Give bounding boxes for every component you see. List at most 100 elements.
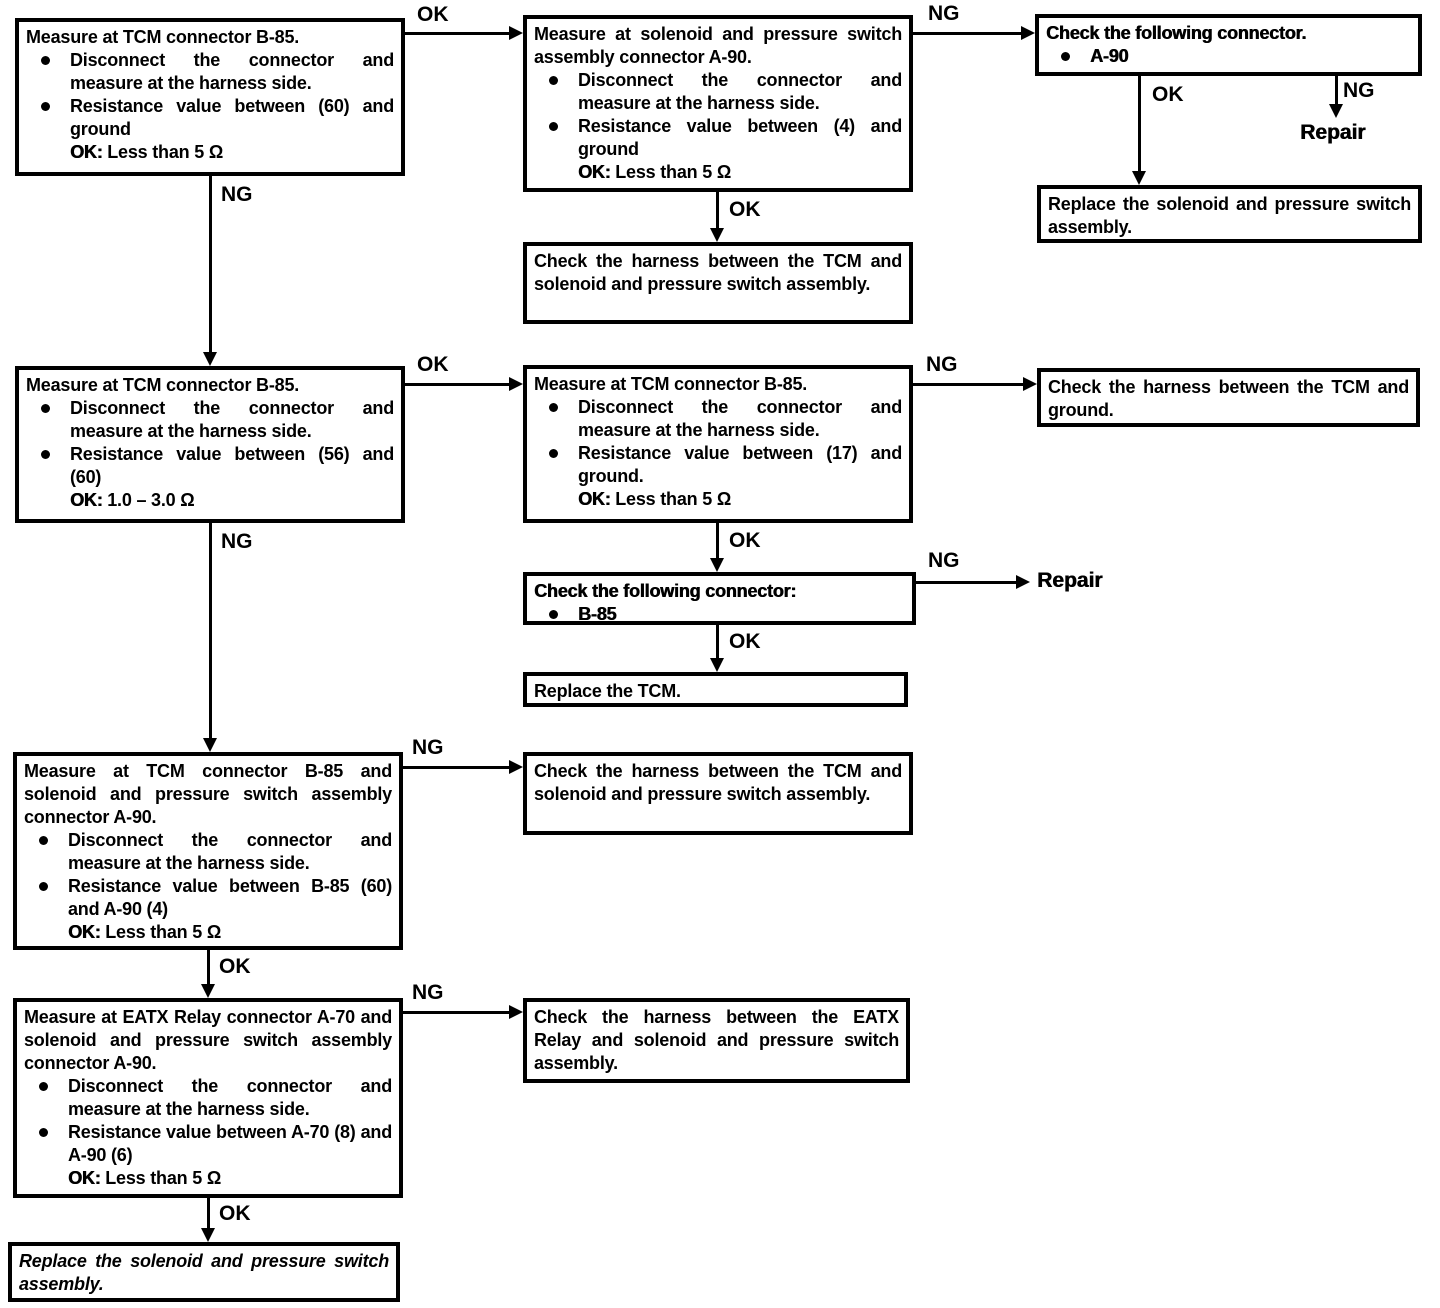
box-harness-tcm-solenoid-2: Check the harness between the TCM and so… bbox=[523, 752, 913, 835]
arrowhead-down-icon bbox=[203, 738, 217, 752]
edge-label-ok: OK bbox=[1152, 83, 1184, 106]
arrowhead-right-icon bbox=[1016, 575, 1030, 589]
box-title: Measure at TCM connector B-85. bbox=[26, 375, 300, 395]
bullet-icon bbox=[39, 882, 48, 891]
bullet-text: Disconnect the connector and measure at … bbox=[68, 1076, 392, 1119]
box-harness-tcm-solenoid-1: Check the harness between the TCM and so… bbox=[523, 242, 913, 324]
arrowhead-down-icon bbox=[201, 984, 215, 998]
bullet-icon bbox=[549, 449, 558, 458]
box-measure-eatx-a70-a90: Measure at EATX Relay connector A-70 and… bbox=[13, 998, 403, 1198]
arrow-c-b85-ok bbox=[716, 625, 719, 658]
box-title: Measure at TCM connector B-85. bbox=[26, 27, 300, 47]
arrow-b9-ok bbox=[207, 950, 210, 984]
arrowhead-right-icon bbox=[509, 26, 523, 40]
ok-prefix: OK: bbox=[70, 490, 103, 510]
edge-label-ok: OK bbox=[729, 630, 761, 653]
box-check-connector-a90: Check the following connector. A-90 bbox=[1035, 14, 1422, 76]
arrowhead-down-icon bbox=[201, 1228, 215, 1242]
bullet-text: Disconnect the connector and measure at … bbox=[578, 70, 902, 113]
box-harness-eatx-solenoid: Check the harness between the EATX Relay… bbox=[523, 998, 910, 1083]
bullet-icon bbox=[549, 76, 558, 85]
bullet-text: Disconnect the connector and measure at … bbox=[70, 398, 394, 441]
arrowhead-down-icon bbox=[710, 658, 724, 672]
box-replace-solenoid-top: Replace the solenoid and pressure switch… bbox=[1037, 185, 1422, 243]
edge-label-ng: NG bbox=[928, 549, 960, 572]
bullet-item: Disconnect the connector and measure at … bbox=[24, 1075, 392, 1121]
arrow-b2-ok bbox=[716, 192, 719, 228]
bullet-item: Disconnect the connector and measure at … bbox=[26, 397, 394, 443]
bullet-item: Disconnect the connector and measure at … bbox=[24, 829, 392, 875]
box-title: Measure at TCM connector B-85 and soleno… bbox=[24, 761, 392, 827]
bullet-item: A-90 bbox=[1046, 45, 1411, 68]
box-harness-tcm-ground: Check the harness between the TCM and gr… bbox=[1037, 368, 1420, 427]
box-title: Check the following connector: bbox=[534, 581, 797, 601]
box-title: Check the following connector. bbox=[1046, 23, 1307, 43]
box-text: Replace the solenoid and pressure switch… bbox=[19, 1251, 389, 1294]
edge-label-ng: NG bbox=[221, 183, 253, 206]
box-title: Measure at TCM connector B-85. bbox=[534, 374, 808, 394]
arrowhead-right-icon bbox=[1021, 26, 1035, 40]
box-measure-tcm-56-60: Measure at TCM connector B-85. Disconnec… bbox=[15, 366, 405, 523]
arrow-b1-ng bbox=[209, 176, 212, 352]
edge-label-ok: OK bbox=[729, 529, 761, 552]
bullet-icon bbox=[549, 610, 558, 619]
bullet-text: Resistance value between A-70 (8) and A-… bbox=[68, 1122, 392, 1165]
bullet-icon bbox=[549, 403, 558, 412]
arrowhead-down-icon bbox=[1329, 104, 1343, 118]
bullet-item: Resistance value between (4) and ground … bbox=[534, 115, 902, 184]
edge-label-ng: NG bbox=[928, 2, 960, 25]
bullet-text: Resistance value between (4) and ground bbox=[578, 116, 902, 159]
arrow-b9-ng bbox=[403, 766, 509, 769]
bullet-item: Disconnect the connector and measure at … bbox=[26, 49, 394, 95]
box-measure-tcm-17-ground: Measure at TCM connector B-85. Disconnec… bbox=[523, 365, 913, 523]
edge-label-ok: OK bbox=[219, 955, 251, 978]
bullet-icon bbox=[549, 122, 558, 131]
bullet-icon bbox=[41, 56, 50, 65]
box-text: Check the harness between the EATX Relay… bbox=[534, 1007, 899, 1073]
ok-value: 1.0 – 3.0 Ω bbox=[107, 490, 195, 510]
bullet-icon bbox=[39, 836, 48, 845]
box-measure-b85-a90: Measure at TCM connector B-85 and soleno… bbox=[13, 752, 403, 950]
bullet-icon bbox=[1061, 52, 1070, 61]
edge-label-ng: NG bbox=[412, 736, 444, 759]
bullet-item: Disconnect the connector and measure at … bbox=[534, 69, 902, 115]
box-text: Check the harness between the TCM and so… bbox=[534, 761, 902, 804]
bullet-item: Resistance value between B-85 (60) and A… bbox=[24, 875, 392, 944]
arrowhead-right-icon bbox=[509, 1005, 523, 1019]
arrow-c-a90-ng bbox=[1335, 76, 1338, 104]
arrow-c-b85-ng bbox=[916, 581, 1016, 584]
box-replace-tcm: Replace the TCM. bbox=[523, 672, 908, 707]
ok-prefix: OK: bbox=[578, 489, 611, 509]
bullet-text: Disconnect the connector and measure at … bbox=[70, 50, 394, 93]
arrow-c-a90-ok bbox=[1138, 76, 1141, 171]
bullet-item: Resistance value between (60) and ground… bbox=[26, 95, 394, 164]
ok-prefix: OK: bbox=[578, 162, 611, 182]
arrow-b5-ok bbox=[716, 523, 719, 558]
bullet-text: Resistance value between (17) and ground… bbox=[578, 443, 902, 486]
bullet-text: Disconnect the connector and measure at … bbox=[578, 397, 902, 440]
bullet-text: Disconnect the connector and measure at … bbox=[68, 830, 392, 873]
arrowhead-down-icon bbox=[203, 352, 217, 366]
bullet-text: B-85 bbox=[578, 604, 617, 624]
ok-value: Less than 5 Ω bbox=[105, 1168, 222, 1188]
box-measure-tcm-60-ground: Measure at TCM connector B-85. Disconnec… bbox=[15, 18, 405, 176]
arrow-b4-ng bbox=[209, 523, 212, 738]
edge-label-ng: NG bbox=[926, 353, 958, 376]
box-text: Replace the solenoid and pressure switch… bbox=[1048, 194, 1411, 237]
arrow-b11-ok bbox=[207, 1198, 210, 1228]
box-text: Check the harness between the TCM and so… bbox=[534, 251, 902, 294]
edge-label-ng: NG bbox=[1343, 79, 1375, 102]
arrow-b1-to-b2 bbox=[405, 32, 509, 35]
arrowhead-right-icon bbox=[509, 377, 523, 391]
bullet-icon bbox=[41, 450, 50, 459]
ok-value: Less than 5 Ω bbox=[615, 489, 732, 509]
bullet-icon bbox=[41, 404, 50, 413]
arrowhead-down-icon bbox=[710, 228, 724, 242]
arrow-b5-to-harness bbox=[913, 383, 1023, 386]
ok-value: Less than 5 Ω bbox=[107, 142, 224, 162]
bullet-text: A-90 bbox=[1090, 46, 1129, 66]
edge-label-ng: NG bbox=[412, 981, 444, 1004]
arrowhead-down-icon bbox=[710, 558, 724, 572]
bullet-item: Resistance value between (17) and ground… bbox=[534, 442, 902, 511]
